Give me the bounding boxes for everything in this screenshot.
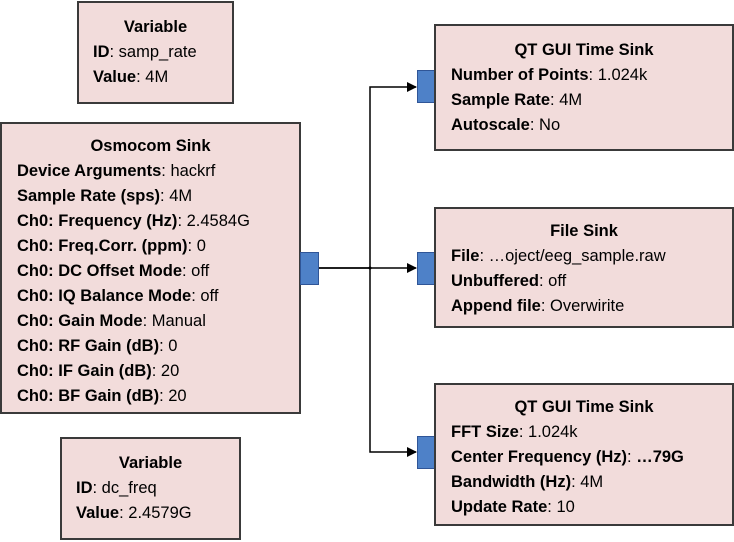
param-value: off: [548, 272, 567, 290]
param-value: 4M: [169, 187, 193, 205]
wire-to-qt-freq-sink: [369, 268, 417, 457]
param-key: Number of Points: [451, 66, 589, 84]
param-value: off: [200, 287, 219, 305]
param-value: …oject/eeg_sample.raw: [488, 247, 666, 265]
param-key: Ch0: RF Gain (dB): [17, 337, 160, 355]
block-title: QT GUI Time Sink: [514, 398, 654, 416]
param-row: File: …oject/eeg_sample.raw: [451, 247, 666, 265]
param-value: 1.024k: [597, 66, 648, 84]
param-key: Sample Rate: [451, 91, 551, 109]
param-key: File: [451, 247, 480, 265]
param-value: Overwirite: [550, 297, 625, 315]
param-row: Ch0: Freq.Corr. (ppm): 0: [17, 237, 206, 255]
param-value: 4M: [559, 91, 583, 109]
param-key: Ch0: Freq.Corr. (ppm): [17, 237, 188, 255]
param-row: Append file: Overwirite: [451, 297, 625, 315]
param-row: Ch0: Gain Mode: Manual: [17, 312, 206, 330]
param-key: Value: [93, 68, 137, 86]
param-row: Update Rate: 10: [451, 498, 575, 516]
param-row: Number of Points: 1.024k: [451, 66, 648, 84]
param-value: 20: [160, 362, 180, 380]
param-key: Autoscale: [451, 116, 530, 134]
param-value: …79G: [636, 448, 684, 466]
param-value: off: [191, 262, 210, 280]
param-row: Bandwidth (Hz): 4M: [451, 473, 604, 491]
param-row: ID: dc_freq: [76, 479, 157, 497]
block-title: QT GUI Time Sink: [514, 41, 654, 59]
param-value: dc_freq: [101, 479, 157, 497]
param-key: Value: [76, 504, 120, 522]
param-row: Autoscale: No: [451, 116, 561, 134]
param-row: Ch0: DC Offset Mode: off: [17, 262, 210, 280]
param-key: Append file: [451, 297, 541, 315]
osmocom-sink-block[interactable]: Osmocom Sink Device Arguments: hackrf Sa…: [0, 122, 301, 414]
param-key: FFT Size: [451, 423, 519, 441]
wire-junction: [368, 266, 372, 270]
block-title: Variable: [123, 18, 188, 36]
param-row: Ch0: Frequency (Hz): 2.4584G: [17, 212, 250, 230]
param-row: Unbuffered: off: [451, 272, 567, 290]
param-value: 1.024k: [528, 423, 578, 441]
param-key: Center Frequency (Hz): [451, 448, 628, 466]
param-key: Unbuffered: [451, 272, 539, 290]
param-value: 0: [196, 237, 206, 255]
param-row: Device Arguments: hackrf: [17, 162, 216, 180]
variable-block-dc-freq[interactable]: Variable ID: dc_freq Value: 2.4579G: [60, 437, 241, 540]
osmocom-sink-output-port[interactable]: [300, 252, 319, 285]
param-key: Ch0: IF Gain (dB): [17, 362, 152, 380]
param-row: Sample Rate: 4M: [451, 91, 583, 109]
qt-gui-freq-sink-block[interactable]: QT GUI Time Sink FFT Size: 1.024k Center…: [434, 383, 734, 526]
param-row: Value: 2.4579G: [76, 504, 192, 522]
param-key: Ch0: Gain Mode: [17, 312, 143, 330]
param-key: Device Arguments: [17, 162, 162, 180]
param-row: Value: 4M: [93, 68, 169, 86]
qt-gui-time-sink-block[interactable]: QT GUI Time Sink Number of Points: 1.024…: [434, 24, 734, 151]
param-key: Ch0: BF Gain (dB): [17, 387, 160, 405]
param-value: Manual: [151, 312, 206, 330]
param-value: 4M: [580, 473, 604, 491]
param-value: 10: [556, 498, 575, 516]
param-key: Sample Rate (sps): [17, 187, 161, 205]
param-key: Ch0: IQ Balance Mode: [17, 287, 192, 305]
block-title: Variable: [118, 454, 183, 472]
param-value: 2.4584G: [186, 212, 250, 230]
param-row: Ch0: BF Gain (dB): 20: [17, 387, 187, 405]
param-row: Center Frequency (Hz): …79G: [451, 448, 684, 466]
param-key: Bandwidth (Hz): [451, 473, 572, 491]
param-key: Ch0: Frequency (Hz): [17, 212, 178, 230]
param-key: ID: [93, 43, 110, 61]
param-value: 0: [168, 337, 178, 355]
param-value: samp_rate: [118, 43, 197, 61]
param-row: ID: samp_rate: [93, 43, 197, 61]
param-row: FFT Size: 1.024k: [451, 423, 578, 441]
param-row: Sample Rate (sps): 4M: [17, 187, 193, 205]
param-value: No: [539, 116, 561, 134]
param-key: ID: [76, 479, 93, 497]
param-row: Ch0: IF Gain (dB): 20: [17, 362, 180, 380]
param-key: Ch0: DC Offset Mode: [17, 262, 182, 280]
wire-to-qt-time-sink: [318, 82, 417, 269]
param-value: 4M: [145, 68, 169, 86]
block-title: Osmocom Sink: [90, 137, 211, 155]
file-sink-block[interactable]: File Sink File: …oject/eeg_sample.raw Un…: [434, 207, 734, 328]
param-value: 2.4579G: [128, 504, 192, 522]
param-value: hackrf: [170, 162, 216, 180]
block-title: File Sink: [550, 222, 618, 240]
param-key: Update Rate: [451, 498, 548, 516]
param-row: Ch0: RF Gain (dB): 0: [17, 337, 178, 355]
param-row: Ch0: IQ Balance Mode: off: [17, 287, 219, 305]
variable-block-samp-rate[interactable]: Variable ID: samp_rate Value: 4M: [77, 1, 234, 104]
param-value: 20: [168, 387, 187, 405]
